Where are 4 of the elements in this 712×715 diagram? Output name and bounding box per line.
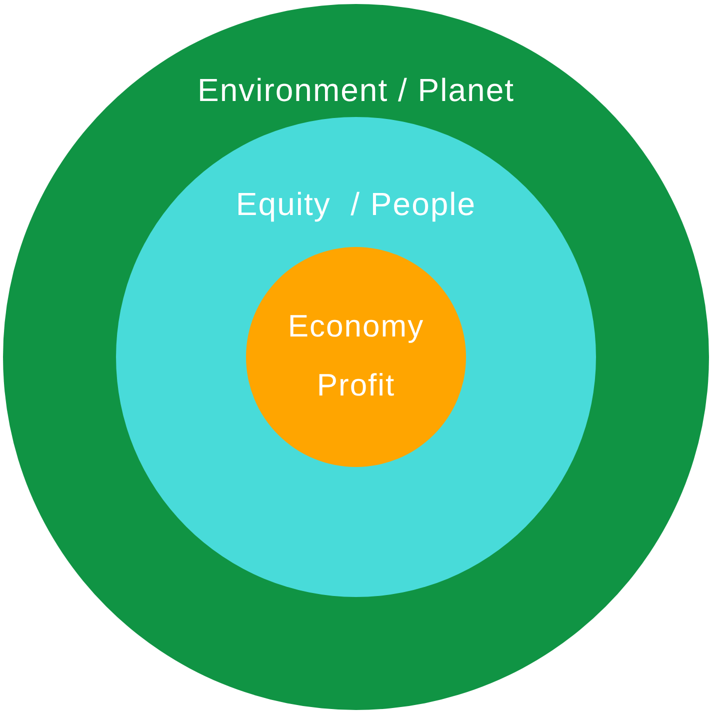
circle-label: Equity / People [236, 188, 476, 220]
circle-label: Environment / Planet [197, 74, 515, 106]
circle-label: Economy [288, 310, 424, 342]
circle-label: Profit [316, 370, 396, 400]
